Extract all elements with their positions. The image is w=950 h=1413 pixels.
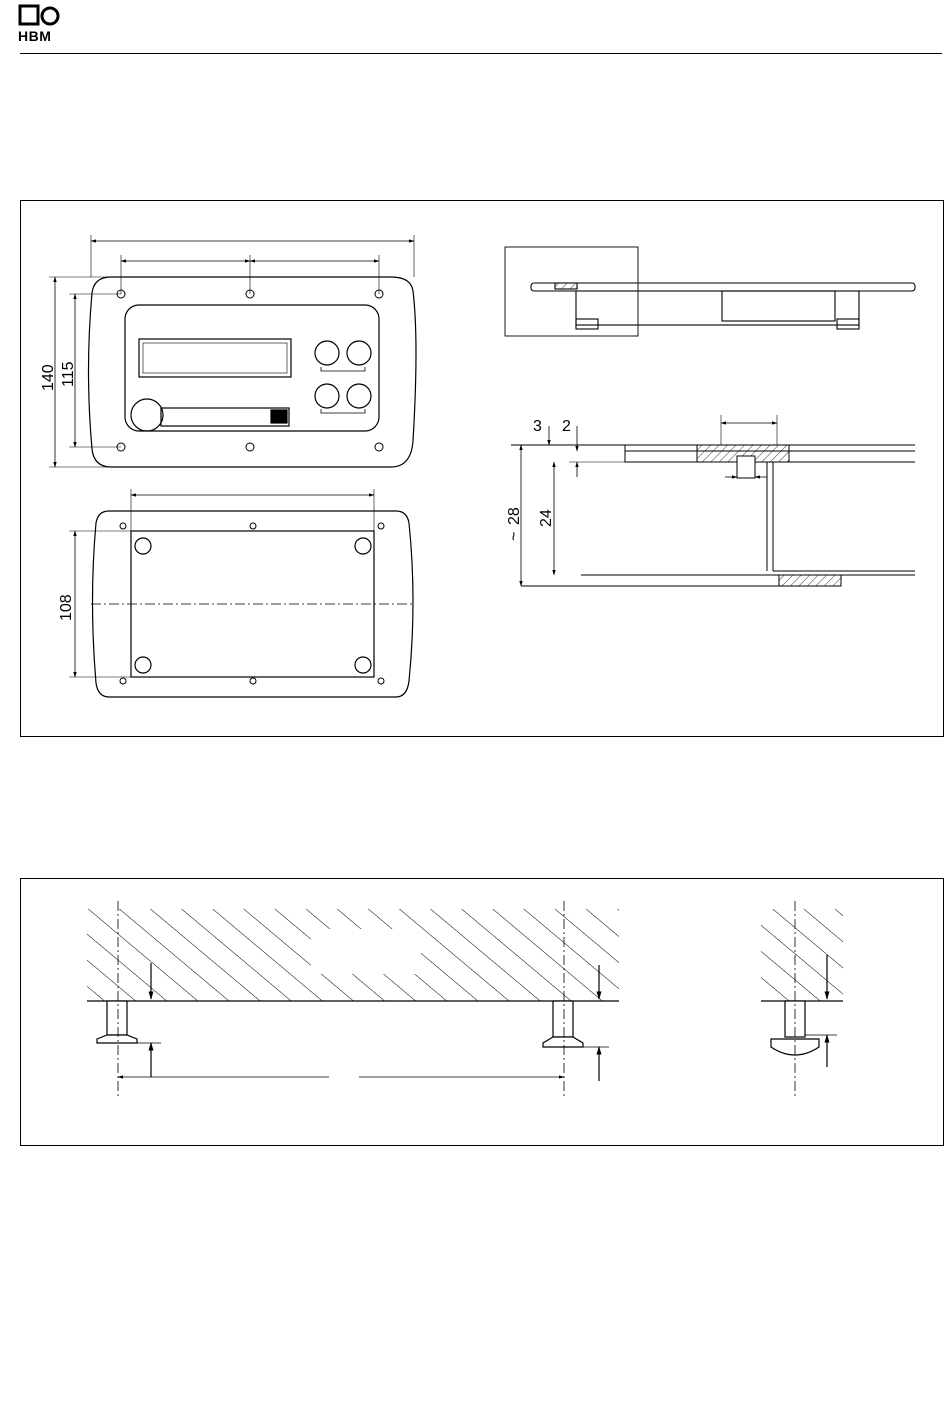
dimension-drawing: 140 115 108 bbox=[21, 201, 943, 736]
rear-view bbox=[69, 489, 413, 697]
dim-section-approx: ~ bbox=[506, 532, 523, 541]
screw-mounting-panel bbox=[20, 878, 944, 1146]
dim-front-hole-height: 115 bbox=[60, 361, 77, 387]
wall-section-small bbox=[761, 909, 843, 1001]
section-view bbox=[511, 415, 915, 586]
countersunk-screw bbox=[543, 1001, 583, 1047]
brand-name: HBM bbox=[18, 28, 68, 44]
side-view bbox=[505, 247, 915, 336]
dim-section-panel-thickness: 3 bbox=[533, 418, 542, 435]
countersunk-screw bbox=[97, 1001, 137, 1043]
screw-mounting-drawing bbox=[21, 879, 943, 1145]
dim-front-overall-height: 140 bbox=[40, 364, 57, 391]
dimension-drawing-panel: 140 115 108 bbox=[20, 200, 944, 737]
dim-section-depth-total: 28 bbox=[506, 507, 523, 525]
dim-section-ledge-thickness: 2 bbox=[562, 418, 571, 435]
dim-section-depth-inner: 24 bbox=[538, 509, 555, 527]
header-divider bbox=[20, 53, 942, 54]
dim-rear-cutout-height: 108 bbox=[58, 594, 75, 621]
front-view bbox=[49, 235, 416, 467]
